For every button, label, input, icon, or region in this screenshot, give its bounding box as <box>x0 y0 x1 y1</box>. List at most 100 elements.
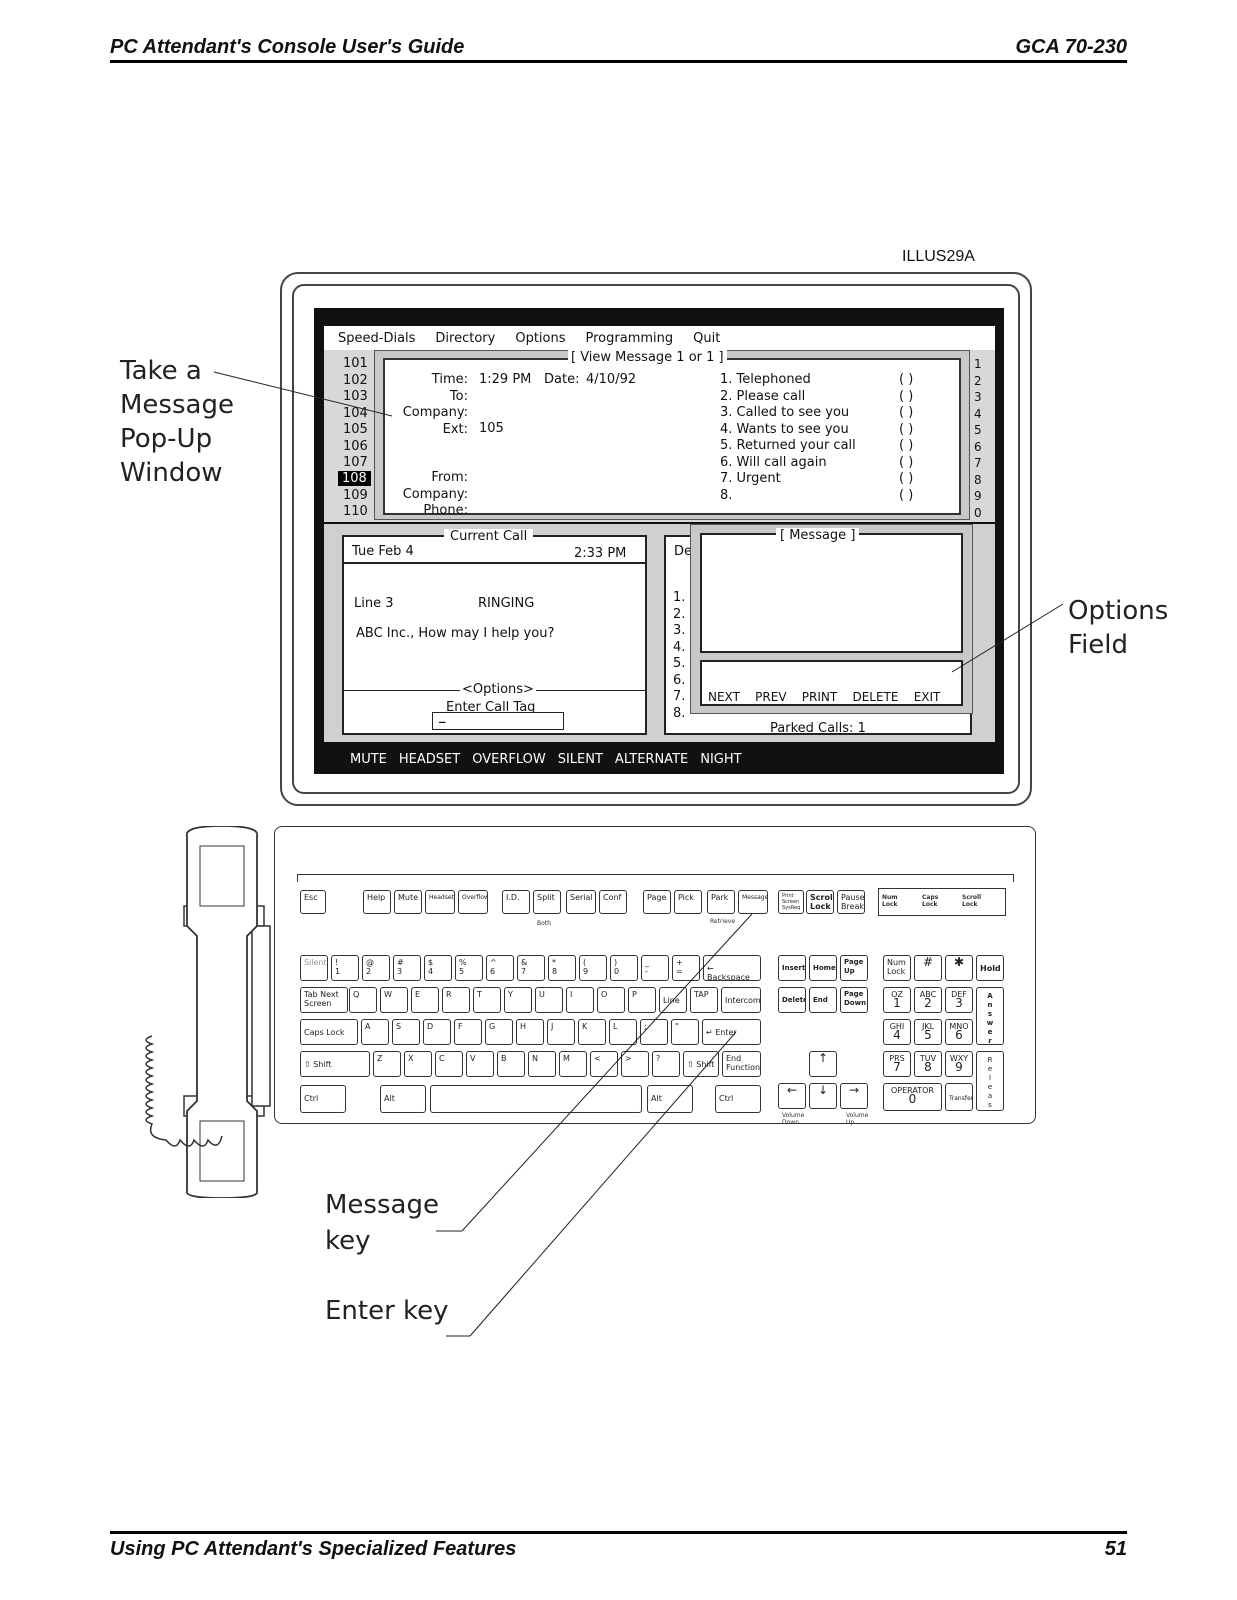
popup-option[interactable]: 2. Please call <box>720 388 806 404</box>
key-d[interactable]: D <box>423 1019 451 1045</box>
split-key[interactable]: Split <box>533 890 561 914</box>
extension-item[interactable]: 110 <box>343 504 368 519</box>
popup-option[interactable]: 3. Called to see you <box>720 405 850 420</box>
transfer-key[interactable]: Transfer <box>945 1083 973 1111</box>
key-equals[interactable]: += <box>672 955 700 981</box>
left-shift-key[interactable]: ⇧ Shift <box>300 1051 370 1077</box>
popup-option[interactable]: 4. Wants to see you <box>720 421 849 437</box>
home-key[interactable]: Home <box>809 955 837 981</box>
answer-key[interactable]: A n s w e r <box>976 987 1004 1045</box>
serial-key[interactable]: Serial <box>566 890 596 914</box>
down-arrow-key[interactable]: ↓ <box>809 1083 837 1109</box>
option-checkbox[interactable]: ( ) <box>899 487 914 503</box>
popup-option[interactable]: 6. Will call again <box>720 454 827 470</box>
message-options[interactable]: NEXT PREV PRINT DELETE EXIT <box>708 690 941 704</box>
key-8[interactable]: *8 <box>548 955 576 981</box>
star-key[interactable]: ✱ <box>945 955 973 981</box>
scroll-lock-key[interactable]: Scroll Lock <box>806 890 834 914</box>
num-lock-key[interactable]: Num Lock <box>883 955 911 981</box>
key-h[interactable]: H <box>516 1019 544 1045</box>
page-down-key[interactable]: Page Down <box>840 987 868 1013</box>
menu-quit[interactable]: Quit <box>693 330 721 346</box>
key-k[interactable]: K <box>578 1019 606 1045</box>
key-x[interactable]: X <box>404 1051 432 1077</box>
option-checkbox[interactable]: ( ) <box>899 372 914 387</box>
option-checkbox[interactable]: ( ) <box>899 454 914 470</box>
menu-options[interactable]: Options <box>515 330 566 346</box>
space-bar[interactable] <box>430 1085 642 1113</box>
key-semicolon[interactable]: ; <box>640 1019 668 1045</box>
silent-key[interactable]: Silent <box>300 955 328 981</box>
key-z[interactable]: Z <box>373 1051 401 1077</box>
key-minus[interactable]: _- <box>641 955 669 981</box>
option-checkbox[interactable]: ( ) <box>899 388 914 404</box>
popup-option[interactable]: 1. Telephoned <box>720 372 811 387</box>
extension-item[interactable]: 106 <box>343 439 368 454</box>
key-5[interactable]: %5 <box>455 955 483 981</box>
pick-key[interactable]: Pick <box>674 890 702 914</box>
key-v[interactable]: V <box>466 1051 494 1077</box>
key-1[interactable]: !1 <box>331 955 359 981</box>
key-quote[interactable]: " <box>671 1019 699 1045</box>
key-slash[interactable]: ? <box>652 1051 680 1077</box>
mute-key[interactable]: Mute <box>394 890 422 914</box>
key-comma[interactable]: < <box>590 1051 618 1077</box>
key-l[interactable]: L <box>609 1019 637 1045</box>
pause-key[interactable]: Pause Break <box>837 890 865 914</box>
key-period[interactable]: > <box>621 1051 649 1077</box>
key-3[interactable]: #3 <box>393 955 421 981</box>
end-function-key[interactable]: End Function <box>722 1051 761 1077</box>
message-key[interactable]: Message <box>738 890 768 914</box>
key-m[interactable]: M <box>559 1051 587 1077</box>
call-options-label[interactable]: <Options> <box>460 682 536 697</box>
menu-speed-dials[interactable]: Speed-Dials <box>338 330 416 346</box>
key-p[interactable]: P <box>628 987 656 1013</box>
key-e[interactable]: E <box>411 987 439 1013</box>
help-key[interactable]: Help <box>363 890 391 914</box>
call-tag-input[interactable]: _ <box>432 709 564 730</box>
menu-directory[interactable]: Directory <box>435 330 496 346</box>
extension-item[interactable]: 105 <box>343 422 368 437</box>
caps-lock-key[interactable]: Caps Lock <box>300 1019 358 1045</box>
key-t[interactable]: T <box>473 987 501 1013</box>
left-ctrl-key[interactable]: Ctrl <box>300 1085 346 1113</box>
insert-key[interactable]: Insert <box>778 955 806 981</box>
status-silent[interactable]: SILENT <box>557 751 603 767</box>
option-checkbox[interactable]: ( ) <box>899 405 914 420</box>
right-arrow-key[interactable]: → <box>840 1083 868 1109</box>
popup-option[interactable]: 7. Urgent <box>720 471 781 486</box>
intercom-key[interactable]: Intercom <box>721 987 761 1013</box>
key-2[interactable]: @2 <box>362 955 390 981</box>
key-0[interactable]: )0 <box>610 955 638 981</box>
status-alternate[interactable]: ALTERNATE <box>614 751 689 767</box>
id-key[interactable]: I.D. <box>502 890 530 914</box>
key-7[interactable]: &7 <box>517 955 545 981</box>
line-key[interactable]: Line <box>659 987 687 1013</box>
key-6[interactable]: ^6 <box>486 955 514 981</box>
popup-option[interactable]: 5. Returned your call <box>720 438 856 453</box>
overflow-key[interactable]: Overflow <box>458 890 488 914</box>
tap-key[interactable]: TAP <box>690 987 718 1013</box>
key-4[interactable]: $4 <box>424 955 452 981</box>
status-headset[interactable]: HEADSET <box>398 751 461 767</box>
conf-key[interactable]: Conf <box>599 890 627 914</box>
option-checkbox[interactable]: ( ) <box>899 471 914 486</box>
release-key[interactable]: R e l e a s e <box>976 1051 1004 1111</box>
right-ctrl-key[interactable]: Ctrl <box>715 1085 761 1113</box>
key-y[interactable]: Y <box>504 987 532 1013</box>
enter-key[interactable]: ↵ Enter <box>702 1019 761 1045</box>
key-9[interactable]: (9 <box>579 955 607 981</box>
backspace-key[interactable]: ← Backspace <box>703 955 761 981</box>
extension-item[interactable]: 101 <box>343 356 368 371</box>
left-alt-key[interactable]: Alt <box>380 1085 426 1113</box>
popup-option[interactable]: 8. <box>720 487 733 503</box>
right-shift-key[interactable]: ⇧ Shift <box>683 1051 719 1077</box>
